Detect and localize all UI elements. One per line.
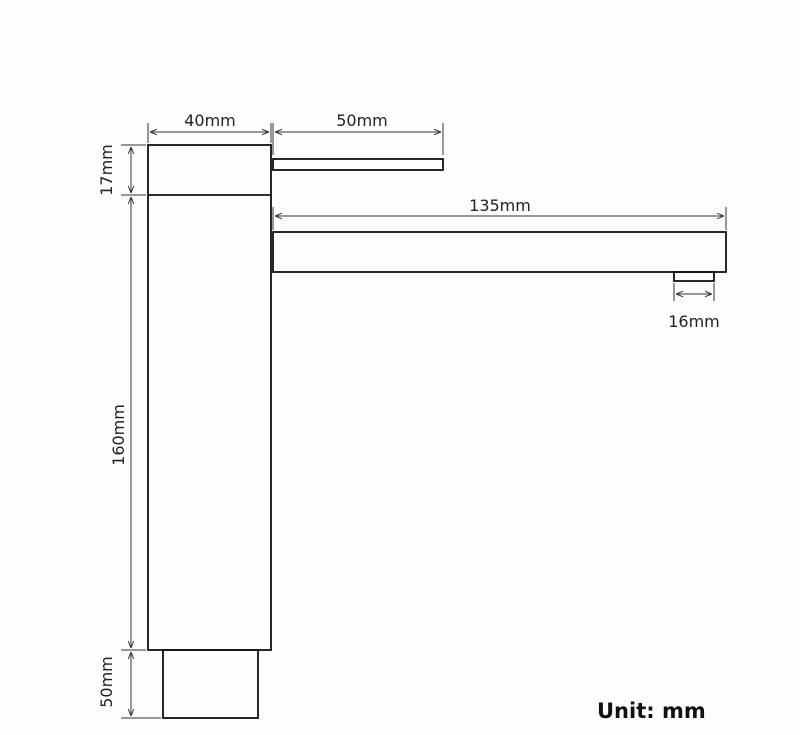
- faucet-outline: [147, 144, 727, 719]
- dim-body-width: 40mm: [147, 111, 272, 143]
- label-cap-height: 17mm: [97, 144, 116, 196]
- unit-label: Unit: mm: [597, 699, 706, 723]
- dim-aerator-width: 16mm: [668, 283, 720, 331]
- dim-handle-length: 50mm: [272, 111, 444, 155]
- label-handle-length: 50mm: [336, 111, 388, 130]
- base-shank: [162, 649, 259, 719]
- label-base-height: 50mm: [97, 656, 116, 708]
- label-body-height: 160mm: [109, 404, 128, 466]
- faucet-body: [147, 144, 272, 651]
- aerator: [673, 271, 715, 282]
- label-body-width: 40mm: [184, 111, 236, 130]
- dim-left-column: 17mm 160mm 50mm: [97, 144, 161, 719]
- label-aerator-width: 16mm: [668, 312, 720, 331]
- handle-lever: [272, 158, 444, 171]
- spout: [272, 231, 727, 273]
- label-spout-length: 135mm: [469, 196, 531, 215]
- dim-spout-length: 135mm: [272, 196, 727, 230]
